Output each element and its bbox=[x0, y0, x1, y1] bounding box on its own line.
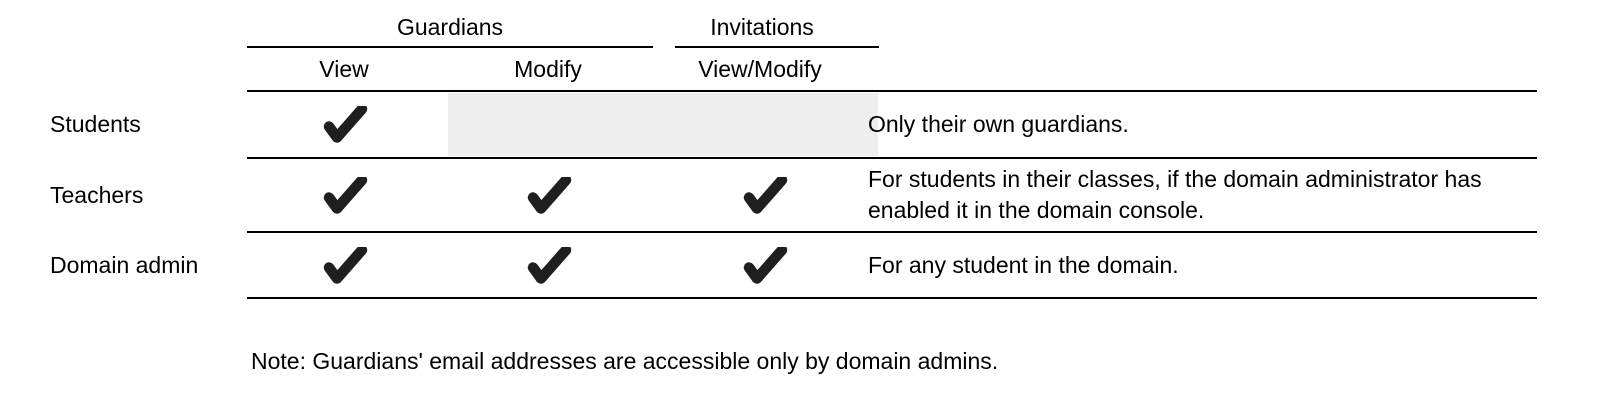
check-icon bbox=[525, 244, 572, 284]
check-icon bbox=[741, 174, 788, 214]
row-note: For students in their classes, if the do… bbox=[868, 166, 1482, 223]
guardians-group-underline bbox=[247, 46, 653, 48]
cell-guardians-modify bbox=[455, 233, 641, 297]
row-rule-domain-admin bbox=[247, 297, 1537, 299]
cell-invitations-view-modify bbox=[671, 233, 857, 297]
cell-guardians-view bbox=[251, 92, 437, 157]
row-note: For any student in the domain. bbox=[868, 251, 1179, 278]
row-note: Only their own guardians. bbox=[868, 111, 1129, 137]
table-row-students: Students Only their own guardians. bbox=[0, 92, 1600, 157]
column-group-guardians: Guardians bbox=[396, 13, 504, 40]
table-row-domain-admin: Domain admin For any student in the doma… bbox=[0, 233, 1600, 297]
column-header-view: View bbox=[319, 55, 369, 82]
row-label: Domain admin bbox=[50, 251, 199, 278]
check-icon bbox=[321, 103, 368, 143]
table-row-teachers: Teachers For students in their classes, … bbox=[0, 159, 1600, 231]
row-rule-teachers bbox=[247, 231, 1537, 233]
check-icon bbox=[321, 244, 368, 284]
check-icon bbox=[321, 174, 368, 214]
row-rule-students bbox=[247, 157, 1537, 159]
row-label: Teachers bbox=[50, 181, 144, 208]
cell-guardians-modify bbox=[455, 159, 641, 231]
column-group-invitations: Invitations bbox=[710, 13, 814, 40]
invitations-group-underline bbox=[675, 46, 879, 48]
cell-guardians-view bbox=[251, 159, 437, 231]
cell-guardians-view bbox=[251, 233, 437, 297]
cell-guardians-modify bbox=[455, 92, 641, 157]
footnote: Note: Guardians' email addresses are acc… bbox=[251, 348, 999, 374]
column-header-modify: Modify bbox=[514, 55, 582, 82]
cell-invitations-view-modify bbox=[671, 92, 857, 157]
check-icon bbox=[525, 174, 572, 214]
check-icon bbox=[741, 244, 788, 284]
cell-invitations-view-modify bbox=[671, 159, 857, 231]
header-bottom-rule bbox=[247, 90, 1537, 92]
disabled-cells-shading bbox=[448, 93, 878, 156]
row-label: Students bbox=[50, 111, 141, 137]
column-header-view-modify: View/Modify bbox=[698, 55, 822, 82]
